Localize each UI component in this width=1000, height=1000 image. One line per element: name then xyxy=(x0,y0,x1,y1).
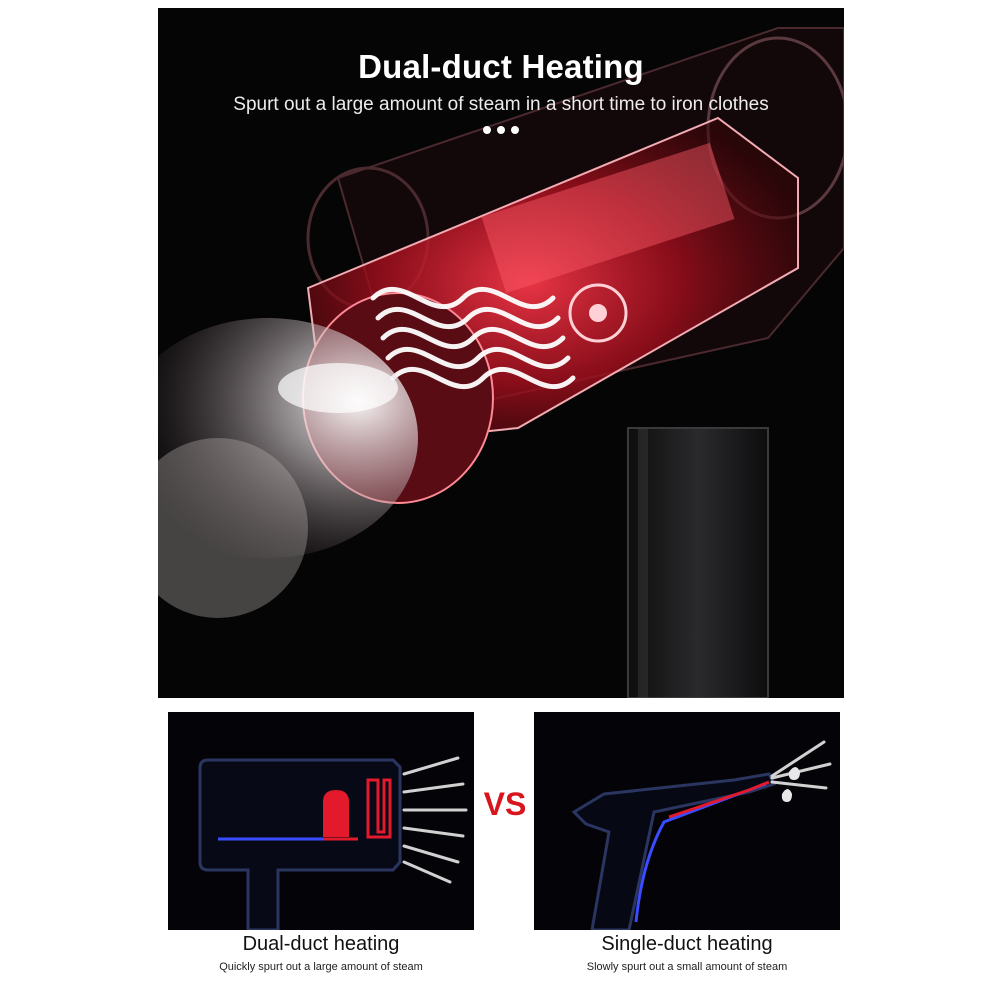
single-duct-title: Single-duct heating xyxy=(601,933,773,955)
single-duct-subtitle: Slowly spurt out a small amount of steam xyxy=(586,961,788,973)
water-drop-icon xyxy=(781,789,792,802)
pagination-dots xyxy=(483,126,519,134)
pagination-dot xyxy=(511,126,519,134)
dual-duct-diagram xyxy=(198,756,468,930)
single-duct-panel xyxy=(534,712,840,930)
hero-title: Dual-duct Heating xyxy=(358,48,644,85)
dual-duct-title: Dual-duct heating xyxy=(242,933,400,955)
hero-banner: Dual-duct Heating Spurt out a large amou… xyxy=(158,8,844,698)
vs-label: VS xyxy=(483,786,527,822)
water-drop-icon xyxy=(788,767,800,780)
dual-duct-subtitle: Quickly spurt out a large amount of stea… xyxy=(219,961,423,973)
dual-duct-panel xyxy=(168,712,474,930)
hero-subtitle: Spurt out a large amount of steam in a s… xyxy=(233,94,769,115)
single-duct-diagram xyxy=(571,740,832,930)
steamer-cutaway-illustration xyxy=(158,27,844,698)
pagination-dot xyxy=(497,126,505,134)
pagination-dot xyxy=(483,126,491,134)
